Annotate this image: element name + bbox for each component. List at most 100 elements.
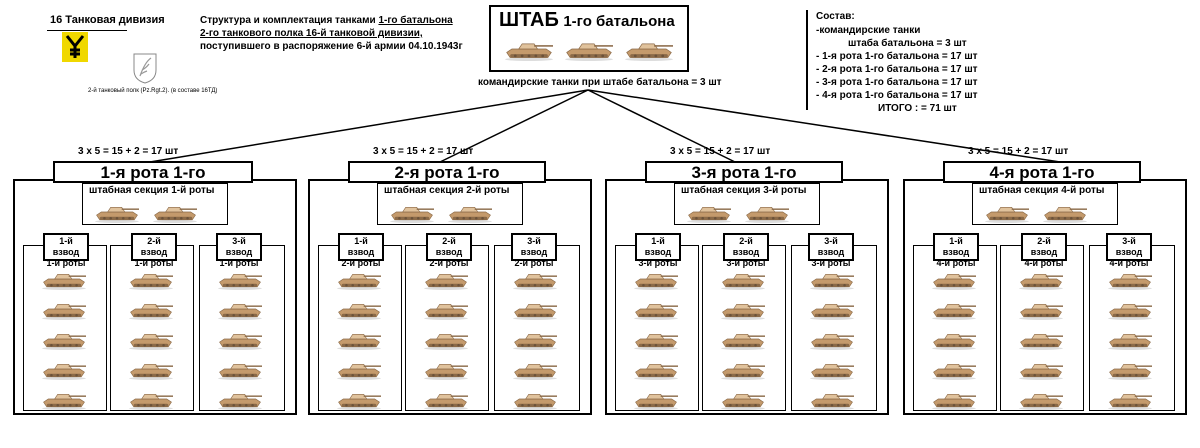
company-title: 1-я рота 1-го батальона <box>53 161 253 201</box>
tank-icon <box>1015 388 1067 415</box>
platoon-column <box>702 245 786 411</box>
platoon-company: 2-й роты <box>514 258 554 268</box>
heading-line2: 2-го танкового полка 16-й танковой дивиз… <box>200 28 423 39</box>
platoon-name: 2-й взвод <box>140 236 168 257</box>
tank-icon <box>717 388 769 415</box>
tank-icon <box>1104 268 1156 295</box>
company-formula: 3 х 5 = 15 + 2 = 17 шт <box>373 146 474 157</box>
tank-icon <box>1039 201 1091 228</box>
tank-icon <box>38 358 90 385</box>
division-title: 16 Танковая дивизия <box>50 14 165 26</box>
tank-icon <box>214 298 266 325</box>
platoon-column <box>110 245 194 411</box>
platoon-column <box>1000 245 1084 411</box>
tank-icon <box>149 201 201 228</box>
tank-icon <box>928 388 980 415</box>
company-hq-section-label: штабная секция 2-й роты <box>384 185 510 196</box>
composition-title: Состав: <box>816 11 855 22</box>
tank-icon <box>806 358 858 385</box>
tank-icon <box>509 298 561 325</box>
tank-icon <box>683 201 735 228</box>
tank-icon <box>630 328 682 355</box>
platoon-column <box>615 245 699 411</box>
tank-icon <box>717 298 769 325</box>
company-hq-section: штабная секция 2-й роты <box>377 183 523 225</box>
heading-battalion-link: 1-го батальона <box>378 15 453 26</box>
platoon-name: 1-й взвод <box>347 236 375 257</box>
tank-icon <box>214 268 266 295</box>
platoon-name: 3-й взвод <box>520 236 548 257</box>
tank-icon <box>630 298 682 325</box>
tank-icon <box>420 298 472 325</box>
tank-icon <box>386 201 438 228</box>
heading-line3: поступившего в распоряжение 6-й армии 04… <box>200 41 463 52</box>
tank-icon <box>333 328 385 355</box>
company-hq-section-label: штабная секция 3-й роты <box>681 185 807 196</box>
tank-icon <box>38 298 90 325</box>
composition-line: - 1-я рота 1-го батальона = 17 шт <box>816 51 978 62</box>
tank-icon <box>214 328 266 355</box>
tank-icon <box>214 388 266 415</box>
company-formula: 3 х 5 = 15 + 2 = 17 шт <box>968 146 1069 157</box>
platoon-column <box>199 245 285 411</box>
tank-icon <box>630 358 682 385</box>
platoon-company: 1-й роты <box>134 258 174 268</box>
company-hq-section: штабная секция 4-й роты <box>972 183 1118 225</box>
tank-icon <box>623 37 675 66</box>
company-hq-section-label: штабная секция 4-й роты <box>979 185 1105 196</box>
tank-icon <box>420 268 472 295</box>
platoon-name: 3-й взвод <box>225 236 253 257</box>
tank-icon <box>1015 358 1067 385</box>
tank-icon <box>1015 268 1067 295</box>
tank-icon <box>1104 388 1156 415</box>
tank-icon <box>333 388 385 415</box>
composition-line: штаба батальона = 3 шт <box>848 38 967 49</box>
division-emblem-icon <box>62 32 88 62</box>
company-hq-section-label: штабная секция 1-й роты <box>89 185 215 196</box>
platoon-name: 2-й взвод <box>1030 236 1058 257</box>
composition-line: -командирские танки <box>816 25 921 36</box>
tank-icon <box>806 298 858 325</box>
platoon-column <box>494 245 580 411</box>
tank-icon <box>125 388 177 415</box>
battalion-hq-title: ШТАБ 1-го батальона <box>499 9 675 31</box>
battalion-hq-box: ШТАБ 1-го батальона <box>489 5 689 72</box>
tank-icon <box>503 37 555 66</box>
tank-icon <box>806 388 858 415</box>
platoon-column <box>1089 245 1175 411</box>
tank-icon <box>630 268 682 295</box>
platoon-company: 1-й роты <box>219 258 259 268</box>
tank-icon <box>563 37 615 66</box>
tank-icon <box>1015 328 1067 355</box>
regiment-note: 2-й танковый полк (Pz.Rgt.2). (в составе… <box>88 88 218 94</box>
tank-icon <box>806 328 858 355</box>
composition-total: ИТОГО : = 71 шт <box>878 103 957 114</box>
tank-icon <box>806 268 858 295</box>
platoon-company: 3-й роты <box>726 258 766 268</box>
tank-icon <box>444 201 496 228</box>
regiment-shield-icon <box>133 53 157 84</box>
tank-icon <box>928 298 980 325</box>
platoon-name: 1-й взвод <box>942 236 970 257</box>
company-formula: 3 х 5 = 15 + 2 = 17 шт <box>78 146 179 157</box>
platoon-name: 2-й взвод <box>732 236 760 257</box>
platoon-company: 1-й роты <box>46 258 86 268</box>
company-title: 3-я рота 1-го батальона <box>645 161 843 201</box>
tank-icon <box>717 328 769 355</box>
heading-line1: Структура и комплектация танками 1-го ба… <box>200 15 453 26</box>
tank-icon <box>1015 298 1067 325</box>
platoon-company: 4-й роты <box>1024 258 1064 268</box>
tank-icon <box>125 268 177 295</box>
tank-icon <box>928 328 980 355</box>
tank-icon <box>38 388 90 415</box>
tank-icon <box>509 358 561 385</box>
tank-icon <box>38 328 90 355</box>
tank-icon <box>91 201 143 228</box>
platoon-name: 2-й взвод <box>435 236 463 257</box>
